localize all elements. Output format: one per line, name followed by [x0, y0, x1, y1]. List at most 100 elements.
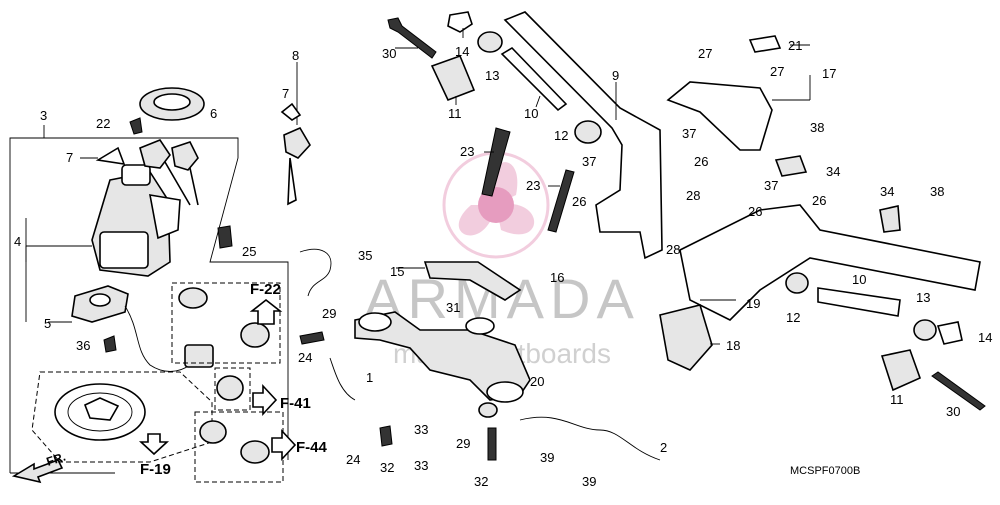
part-label: 6: [210, 106, 217, 121]
part-label: 23: [460, 144, 474, 159]
part-label: 32: [380, 460, 394, 475]
part-label: 33: [414, 458, 428, 473]
part-label: 28: [666, 242, 680, 257]
long-bolt-right: [931, 371, 986, 411]
collar-right: [913, 319, 937, 341]
part-label: 23: [526, 178, 540, 193]
part-label: 24: [346, 452, 360, 467]
part-label: 26: [572, 194, 586, 209]
part-label: 11: [448, 106, 462, 121]
part-label: 35: [358, 248, 372, 263]
leader-lines: [25, 28, 811, 345]
part-label: 12: [554, 128, 568, 143]
weight-rod-right: [817, 287, 901, 317]
part-label: 10: [524, 106, 538, 121]
part-label: 28: [686, 188, 700, 203]
top-bridge-assembly: [299, 11, 663, 461]
part-label: 26: [812, 193, 826, 208]
diagram-code: MCSPF0700B: [790, 465, 860, 477]
part-label: 37: [682, 126, 696, 141]
arrow-up-icon: [249, 298, 283, 325]
part-label: 39: [582, 474, 596, 489]
part-label: 38: [810, 120, 824, 135]
clip: [447, 11, 473, 33]
hose: [299, 248, 332, 297]
part-label: 4: [14, 234, 21, 249]
part-label: 34: [880, 184, 894, 199]
bolt: [217, 225, 233, 249]
fuel-cap: [31, 371, 213, 463]
part-label: 37: [582, 154, 596, 169]
part-label: 13: [485, 68, 499, 83]
screw: [103, 335, 117, 353]
key-set: [280, 62, 311, 206]
part-label: 14: [455, 44, 469, 59]
arrow-right-icon: [271, 428, 297, 462]
nut-right: [785, 272, 809, 294]
arrow-down-icon: [138, 433, 170, 456]
front-marker: FR.: [11, 450, 67, 484]
clamp: [748, 35, 782, 53]
bolt: [299, 331, 325, 345]
part-label: 31: [446, 300, 460, 315]
ignition-switch-group: F-22 F-41 F-44 F-19: [9, 87, 328, 483]
part-label: 11: [890, 392, 904, 407]
bolt: [547, 169, 575, 233]
ref-f19: F-19: [140, 461, 171, 478]
part-label: 29: [322, 306, 336, 321]
part-label: 22: [96, 116, 110, 131]
part-label: 12: [786, 310, 800, 325]
part-labels: 30 14 13 9 10 11 12 23 23 26 37 26 37 28…: [14, 38, 992, 489]
part-label: 7: [282, 86, 289, 101]
ignition-ring: [139, 87, 205, 121]
part-label: 17: [822, 66, 836, 81]
part-label: 16: [550, 270, 564, 285]
part-label: 3: [40, 108, 47, 123]
grip-end-right: [880, 349, 922, 392]
handlebar-right: [679, 204, 981, 321]
part-label: 26: [694, 154, 708, 169]
part-label: 21: [788, 38, 802, 53]
part-label: 36: [76, 338, 90, 353]
part-label: 7: [66, 150, 73, 165]
handlebar-left: [503, 11, 663, 260]
nut: [574, 120, 602, 144]
part-label: 32: [474, 474, 488, 489]
key-icon: [139, 139, 199, 206]
ignition-switch: [91, 164, 181, 277]
part-label: 15: [390, 264, 404, 279]
part-label: 8: [292, 48, 299, 63]
collar: [477, 31, 503, 53]
part-label: 29: [456, 436, 470, 451]
part-label: 19: [746, 296, 760, 311]
part-label: 26: [748, 204, 762, 219]
part-label: 34: [826, 164, 840, 179]
bolt: [379, 425, 393, 447]
part-label: 2: [660, 440, 667, 455]
key-cap: [95, 146, 126, 165]
wire-harness: [519, 416, 661, 461]
weight-rod: [500, 46, 568, 112]
bolt: [481, 127, 511, 197]
part-label: 27: [698, 46, 712, 61]
right-handlebar-assembly: [659, 35, 986, 411]
part-label: 9: [612, 68, 619, 83]
part-label: 18: [726, 338, 740, 353]
clamp-small: [774, 155, 808, 177]
switch-unit: [71, 285, 214, 372]
part-label: 30: [946, 404, 960, 419]
bolt: [487, 427, 497, 461]
part-label: 39: [540, 450, 554, 465]
ref-f41: F-41: [280, 395, 311, 412]
lower-holder: [659, 304, 713, 371]
ref-f22: F-22: [250, 281, 281, 298]
clamp-small: [879, 205, 901, 233]
part-label: 20: [530, 374, 544, 389]
part-label: 13: [916, 290, 930, 305]
part-label: 25: [242, 244, 256, 259]
long-bolt: [387, 17, 437, 59]
screw: [129, 117, 143, 135]
part-label: 10: [852, 272, 866, 287]
